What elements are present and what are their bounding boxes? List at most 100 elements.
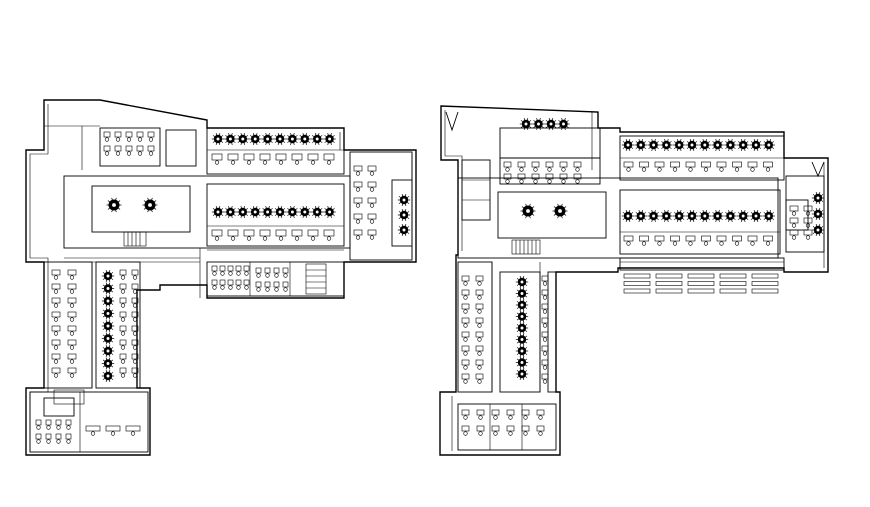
workstation	[701, 161, 711, 172]
workstation	[475, 331, 484, 342]
workstation	[291, 153, 303, 165]
workstation	[85, 425, 101, 436]
workstation	[119, 269, 127, 280]
workstation	[55, 433, 62, 444]
plant-symbol	[647, 138, 660, 152]
workstation	[103, 145, 111, 156]
workstation	[521, 409, 530, 420]
workstation	[264, 267, 271, 278]
plant-symbol	[249, 205, 262, 219]
workstation	[227, 279, 234, 290]
left-plan-outer-wall	[25, 99, 417, 456]
workstation	[125, 425, 141, 436]
plant-symbol	[762, 209, 775, 223]
workstation	[367, 181, 377, 192]
workstation	[275, 229, 287, 241]
plant-symbol	[515, 275, 529, 289]
plant-symbol	[273, 132, 287, 146]
workstation	[503, 173, 512, 184]
workstation	[51, 339, 61, 350]
workstation	[521, 425, 530, 436]
workstation	[275, 153, 287, 165]
plant-symbol	[101, 332, 115, 345]
workstation	[670, 161, 680, 172]
workstation	[307, 229, 319, 241]
workstation	[114, 145, 122, 156]
workstation	[461, 345, 470, 356]
workstation	[264, 281, 271, 292]
workstation	[506, 425, 515, 436]
plant-symbol	[811, 207, 825, 221]
workstation	[282, 281, 289, 292]
plant-symbol	[101, 294, 115, 308]
workstation	[45, 433, 52, 444]
plant-symbol	[515, 367, 529, 381]
workstation	[536, 425, 545, 436]
plant-symbol	[737, 138, 750, 152]
workstation	[461, 359, 470, 370]
plant-symbol	[762, 138, 775, 152]
left-plan-workstations	[35, 131, 377, 444]
workstation	[243, 153, 255, 165]
workstation	[367, 165, 377, 176]
workstation	[51, 297, 61, 308]
workstation	[803, 217, 813, 228]
workstation	[541, 289, 549, 300]
workstation	[732, 161, 742, 172]
workstation	[559, 161, 568, 172]
workstation	[119, 353, 127, 364]
plant-symbol	[101, 269, 115, 283]
workstation	[259, 153, 271, 165]
workstation	[131, 367, 139, 378]
workstation	[541, 275, 549, 286]
workstation	[461, 275, 470, 286]
workstation	[476, 409, 485, 420]
plant-symbol	[647, 209, 660, 223]
plant-symbol	[673, 138, 686, 152]
workstation	[789, 229, 799, 240]
workstation	[219, 279, 226, 290]
plant-symbol	[621, 138, 635, 152]
workstation	[243, 279, 250, 290]
workstation	[367, 229, 377, 240]
workstation	[114, 131, 122, 142]
workstation	[65, 419, 72, 430]
plant-symbol	[660, 209, 673, 223]
workstation	[67, 297, 77, 308]
plant-symbol	[101, 369, 115, 383]
plant-symbol	[711, 209, 724, 223]
plant-symbol	[261, 132, 274, 146]
workstation	[119, 367, 127, 378]
plant-symbol	[698, 209, 711, 223]
right-plan-stairs	[511, 239, 541, 255]
workstation	[639, 235, 649, 246]
plant-symbol	[273, 205, 287, 219]
workstation	[67, 283, 77, 294]
plant-symbol	[532, 117, 545, 131]
plant-symbol	[236, 205, 249, 219]
workstation	[243, 265, 250, 276]
workstation	[789, 205, 799, 216]
plant-symbol	[298, 132, 311, 146]
plant-symbol	[397, 223, 411, 237]
right-plan-workstations	[461, 161, 813, 436]
plant-symbol	[660, 138, 673, 152]
workstation	[573, 173, 582, 184]
workstation	[235, 265, 242, 276]
workstation	[147, 145, 155, 156]
workstation	[531, 161, 540, 172]
workstation	[273, 281, 280, 292]
workstation	[125, 145, 133, 156]
workstation	[367, 197, 377, 208]
workstation	[51, 311, 61, 322]
workstation	[475, 303, 484, 314]
workstation	[536, 409, 545, 420]
workstation	[559, 173, 568, 184]
workstation	[461, 303, 470, 314]
plant-symbol	[142, 197, 158, 213]
workstation	[119, 283, 127, 294]
plant-symbol	[557, 117, 570, 131]
workstation	[67, 367, 77, 378]
workstation	[541, 359, 549, 370]
